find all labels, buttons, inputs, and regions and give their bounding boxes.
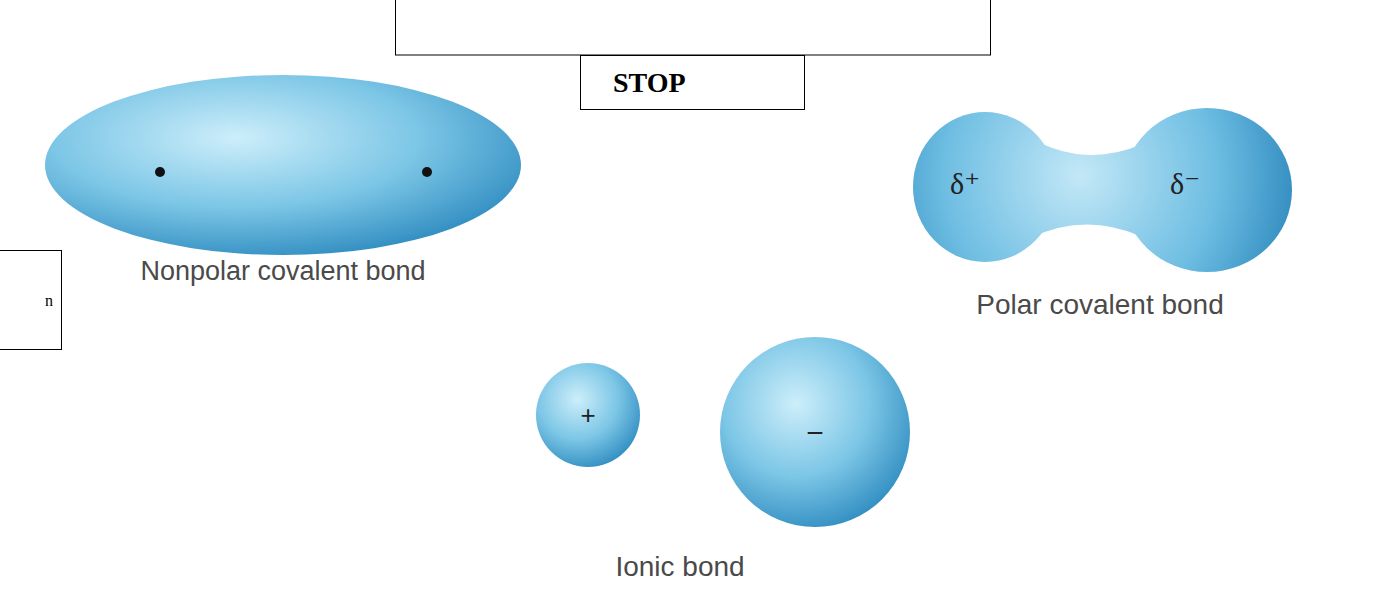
ellipse-shape: Nonpolar covalent bond [40, 70, 530, 292]
charge-sign: δ⁻ [1170, 167, 1200, 200]
ion-sphere [536, 363, 640, 467]
circle-shape: + [534, 361, 642, 469]
circle-shape: − [718, 335, 912, 529]
polar-cloud [913, 108, 1292, 272]
bond-caption: Ionic bond [615, 552, 744, 583]
bond-caption: Polar covalent bond [976, 290, 1224, 321]
box-text: n [45, 292, 53, 310]
empty-frame [396, 0, 991, 55]
electron-cloud [45, 75, 521, 255]
box-text: STOP [613, 68, 686, 99]
ion-sphere [720, 337, 910, 527]
nucleus-dot [155, 167, 165, 177]
charge-sign: + [580, 401, 595, 430]
text-box: n [0, 250, 62, 350]
charge-sign: δ⁺ [950, 167, 980, 200]
nucleus-dot [422, 167, 432, 177]
dumbbell-shape: δ⁺ δ⁻ Polar covalent bond [905, 100, 1345, 325]
bond-caption: Nonpolar covalent bond [140, 257, 425, 287]
charge-sign: − [806, 416, 824, 449]
text-box: STOP [580, 55, 805, 110]
